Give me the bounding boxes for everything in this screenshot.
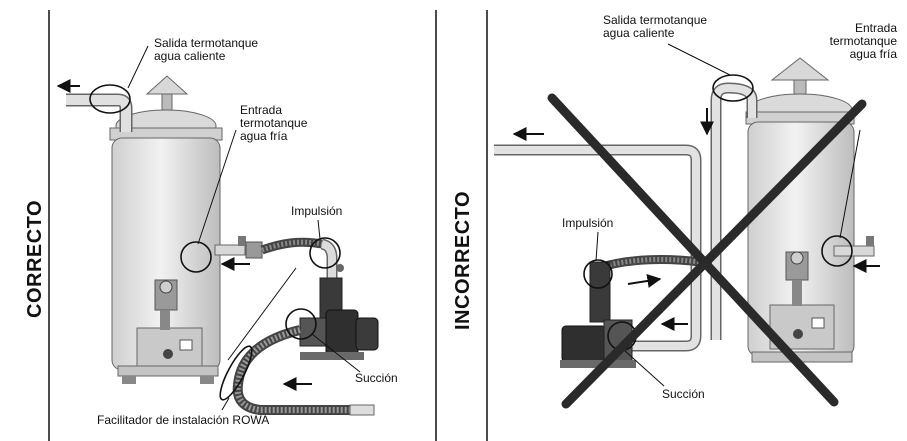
left-highlight-circles: [89, 84, 341, 401]
left-label-succion: Succión: [355, 371, 398, 385]
right-label-succion: Succión: [662, 387, 705, 401]
left-label-facilitador: Facilitador de instalación ROWA: [97, 413, 270, 427]
left-label-cold-inlet: Entrada termotanque agua fría: [240, 103, 308, 143]
left-label-hot-outlet: Salida termotanque agua caliente: [154, 36, 259, 63]
left-flow-arrows: [56, 79, 312, 391]
right-flow-arrows: [512, 108, 880, 331]
correct-title: CORRECTO: [24, 199, 46, 318]
right-water-heater: [745, 57, 855, 363]
incorrect-cross-mark: [547, 93, 867, 409]
left-label-impulsion: Impulsión: [291, 204, 343, 218]
incorrect-title: INCORRECTO: [452, 190, 474, 330]
left-inlet-pipe: [214, 236, 338, 280]
right-label-hot-outlet: Salida termotanque agua caliente: [603, 13, 708, 40]
right-pump: [560, 255, 701, 368]
right-label-impulsion: Impulsión: [562, 216, 614, 230]
left-pump: [299, 264, 379, 360]
right-leader-lines: [595, 43, 861, 387]
right-label-cold-inlet: Entrada termotanque agua fría: [829, 21, 897, 61]
right-hot-outlet-pipe: [494, 82, 758, 352]
left-water-heater: [109, 75, 223, 384]
left-leader-lines: [127, 45, 361, 411]
right-inlet-pipe: [833, 236, 875, 257]
